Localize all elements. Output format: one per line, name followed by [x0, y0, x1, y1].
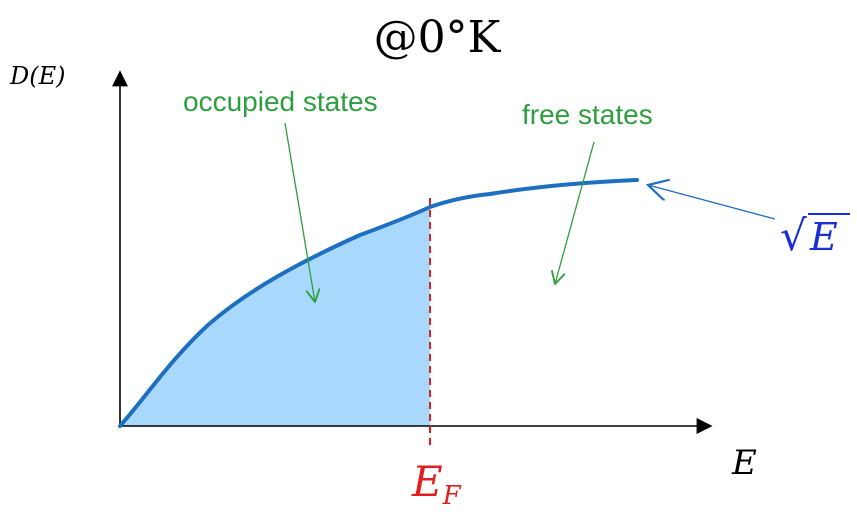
dos-curve — [118, 178, 639, 428]
sqrt-e-arrow — [648, 185, 776, 220]
occupied-states-label: occupied states — [183, 86, 378, 117]
fermi-energy-main: E — [411, 457, 443, 506]
diagram-title: @0°K — [374, 12, 502, 63]
free-arrow — [555, 141, 595, 284]
fermi-energy-sub: F — [442, 481, 462, 511]
free-states-label: free states — [522, 99, 653, 130]
occupied-arrow — [284, 122, 315, 302]
y-axis-label: D(E) — [9, 62, 66, 90]
x-axis-label: E — [731, 443, 757, 483]
occupied-region — [120, 207, 430, 426]
radicand: E — [809, 215, 838, 259]
sqrt-e-formula: √ E — [780, 211, 850, 260]
fermi-energy-label: EF — [411, 457, 462, 511]
radical-sign: √ — [780, 211, 807, 260]
